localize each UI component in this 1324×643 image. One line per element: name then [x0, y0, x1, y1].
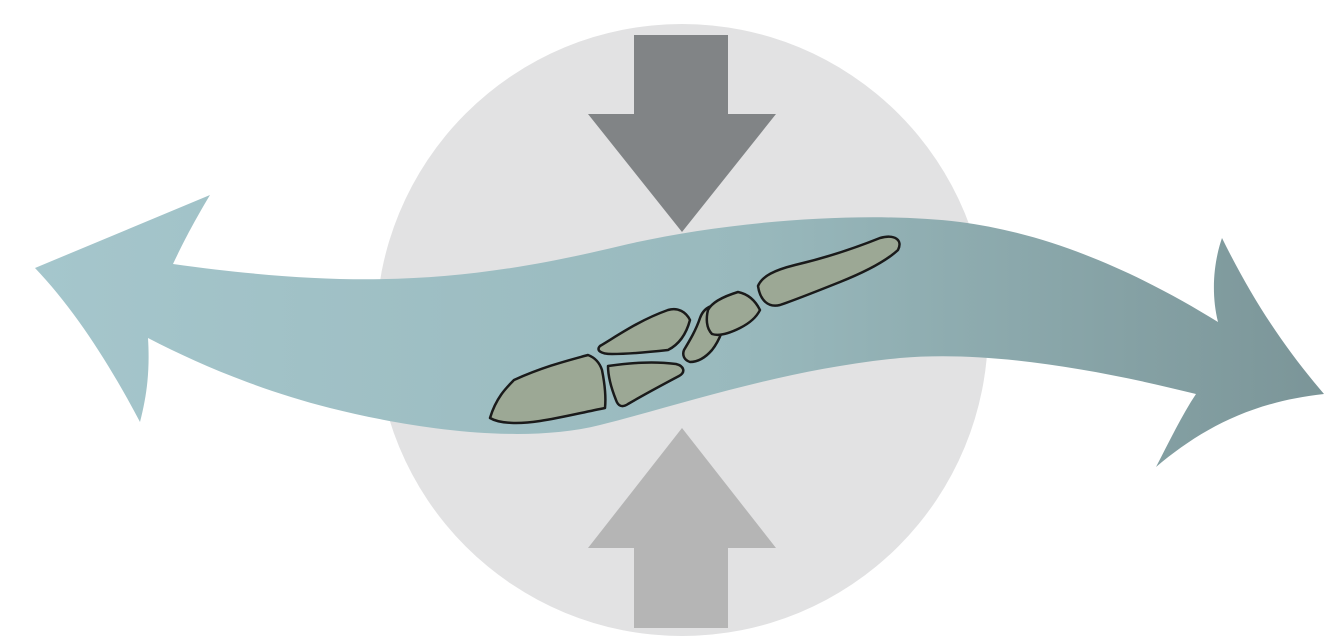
compression-extension-diagram — [0, 0, 1324, 643]
